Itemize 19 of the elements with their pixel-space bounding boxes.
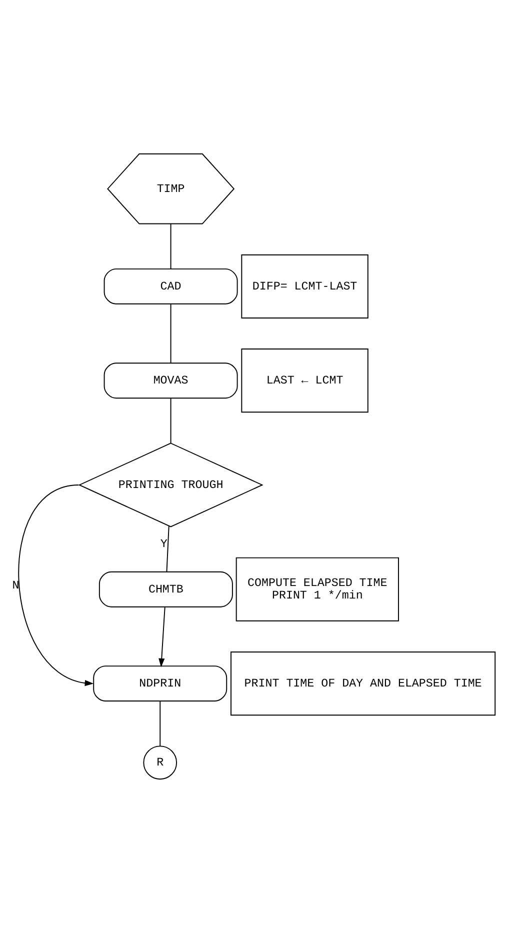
node-box: LAST ← LCMT — [241, 348, 368, 413]
connector — [160, 700, 161, 746]
node-box: MOVAS — [104, 362, 238, 399]
node-diamond: PRINTING TROUGH — [78, 442, 264, 528]
connector — [170, 304, 172, 364]
node-box: CAD — [104, 268, 238, 304]
connector — [166, 526, 170, 572]
edge-label: N — [12, 579, 20, 592]
edge-label: Y — [160, 538, 168, 552]
connector — [170, 398, 172, 444]
node-circle: R — [143, 746, 178, 780]
node-box: PRINT TIME OF DAY AND ELAPSED TIME — [230, 652, 496, 716]
arrow — [158, 606, 166, 668]
node-box: CHMTB — [98, 571, 233, 608]
node-box: DIFP= LCMT-LAST — [241, 254, 368, 318]
connector — [170, 223, 172, 270]
node-box: COMPUTE ELAPSED TIME PRINT 1 */min — [236, 557, 399, 622]
arrow — [18, 484, 94, 686]
node-box: NDPRIN — [93, 666, 228, 702]
